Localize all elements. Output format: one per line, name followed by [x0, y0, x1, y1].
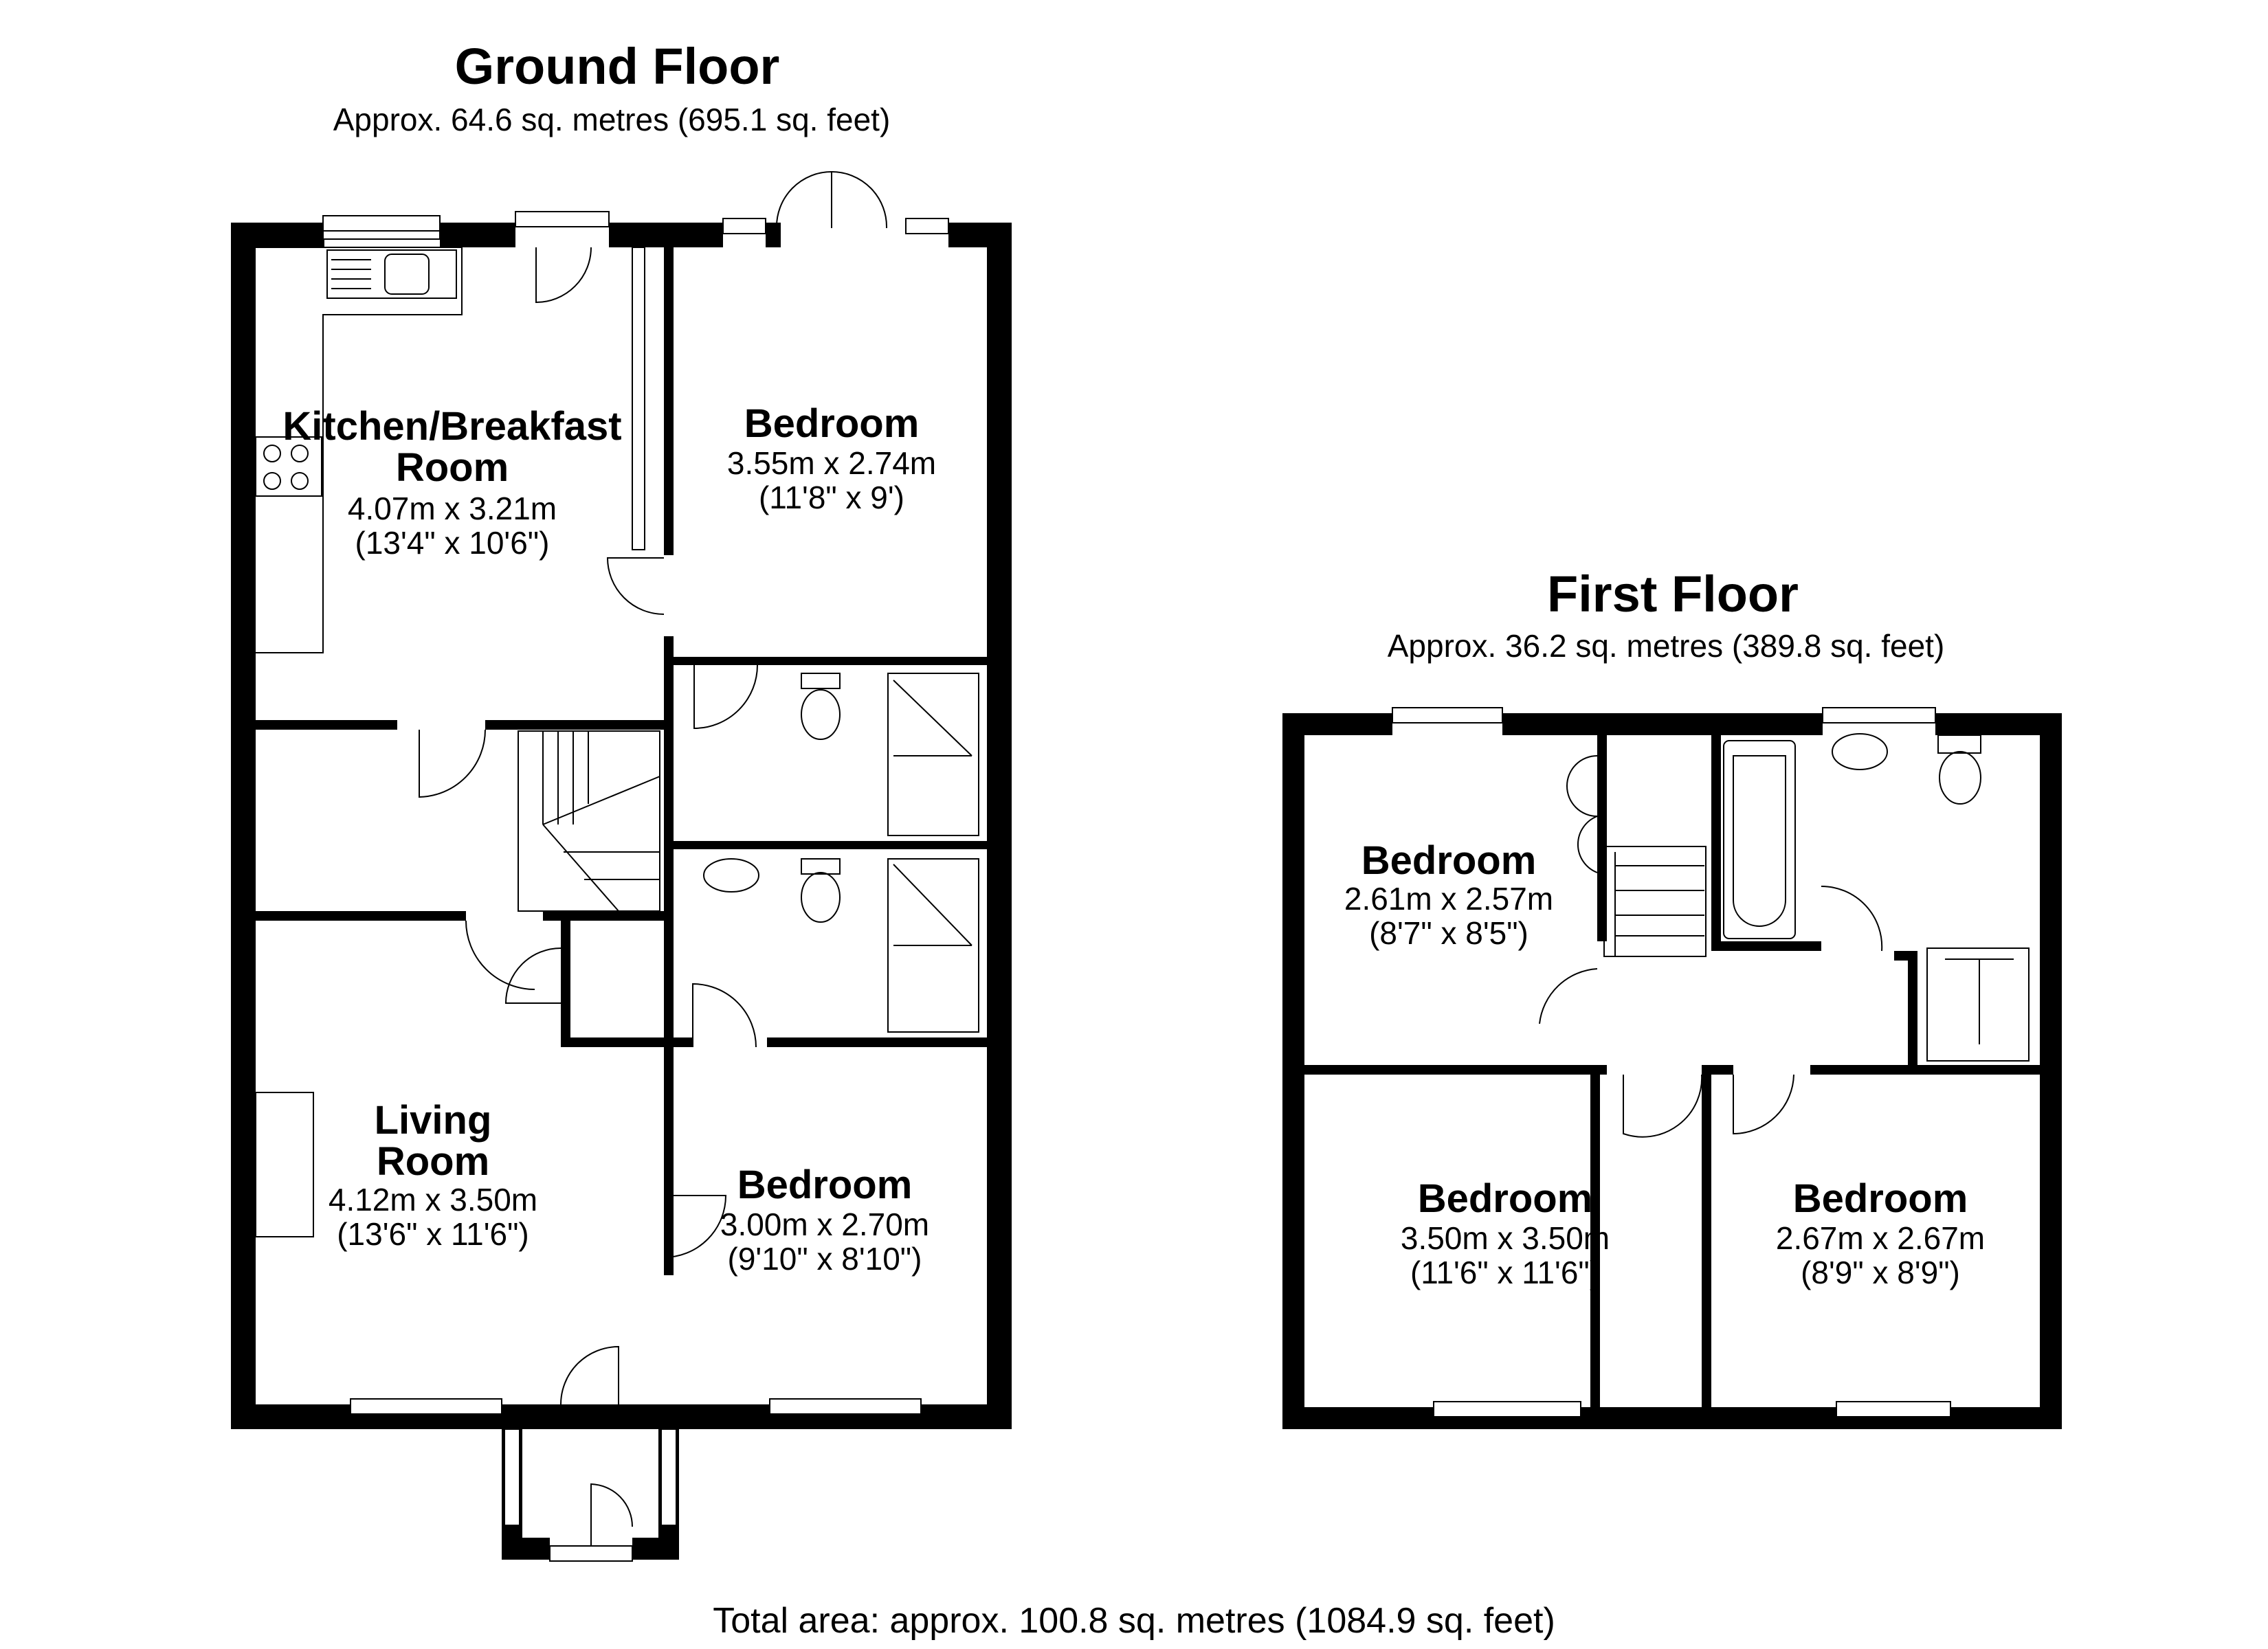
room-imperial: (11'6" x 11'6"): [1410, 1255, 1600, 1290]
first-floor-plan: [1282, 707, 2062, 1429]
ground-floor-area: Approx. 64.6 sq. metres (695.1 sq. feet): [333, 102, 891, 137]
room-name: Room: [396, 445, 509, 490]
first-floor-title: First Floor: [1547, 565, 1799, 622]
room-name: Kitchen/Breakfast: [282, 404, 621, 449]
total-area: Total area: approx. 100.8 sq. metres (10…: [713, 1601, 1555, 1641]
room-imperial: (8'7" x 8'5"): [1369, 915, 1528, 951]
room-metric: 2.67m x 2.67m: [1776, 1220, 1985, 1256]
room-name: Bedroom: [1793, 1176, 1968, 1221]
room-name: Bedroom: [744, 401, 920, 446]
ground-floor-title: Ground Floor: [455, 38, 780, 95]
room-imperial: (13'4" x 10'6"): [355, 525, 550, 561]
room-label-bedroom-rear: Bedroom 3.55m x 2.74m (11'8" x 9'): [727, 401, 936, 515]
room-name: Bedroom: [1418, 1176, 1593, 1221]
room-label-living-room: Living Room 4.12m x 3.50m (13'6" x 11'6"…: [329, 1098, 537, 1252]
room-metric: 4.12m x 3.50m: [329, 1182, 537, 1218]
first-floor-area: Approx. 36.2 sq. metres (389.8 sq. feet): [1388, 628, 1945, 664]
room-metric: 2.61m x 2.57m: [1344, 881, 1553, 917]
room-label-bedroom-3: Bedroom 2.67m x 2.67m (8'9" x 8'9"): [1776, 1176, 1985, 1290]
room-name: Living: [375, 1098, 492, 1143]
room-imperial: (8'9" x 8'9"): [1801, 1255, 1960, 1290]
room-metric: 3.50m x 3.50m: [1401, 1220, 1610, 1256]
room-name: Bedroom: [737, 1163, 913, 1207]
room-label-bedroom-1: Bedroom 2.61m x 2.57m (8'7" x 8'5"): [1344, 838, 1553, 951]
room-imperial: (13'6" x 11'6"): [337, 1216, 529, 1252]
ground-floor-plan: [231, 170, 1012, 1562]
room-imperial: (11'8" x 9'): [759, 480, 904, 515]
room-label-bedroom-2: Bedroom 3.50m x 3.50m (11'6" x 11'6"): [1401, 1176, 1610, 1290]
room-label-bedroom-front: Bedroom 3.00m x 2.70m (9'10" x 8'10"): [720, 1163, 929, 1277]
room-name: Room: [377, 1139, 489, 1184]
room-metric: 3.55m x 2.74m: [727, 445, 936, 481]
room-label-kitchen: Kitchen/Breakfast Room 4.07m x 3.21m (13…: [282, 404, 621, 561]
room-metric: 3.00m x 2.70m: [720, 1207, 929, 1242]
room-imperial: (9'10" x 8'10"): [728, 1241, 922, 1277]
room-name: Bedroom: [1361, 838, 1537, 883]
room-metric: 4.07m x 3.21m: [348, 491, 557, 526]
